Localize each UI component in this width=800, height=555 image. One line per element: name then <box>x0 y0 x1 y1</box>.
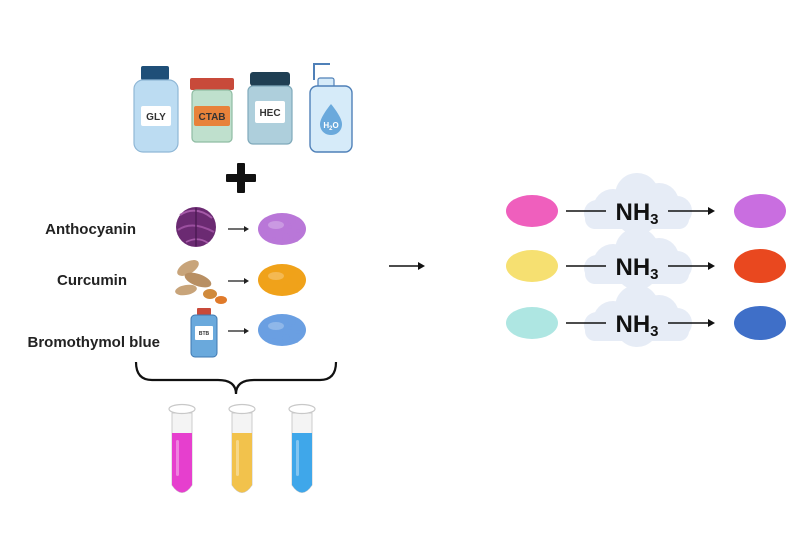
ammonia-label: NH3 <box>615 199 658 228</box>
jar-lid <box>250 72 290 86</box>
indicator-before <box>506 195 558 227</box>
curcumin-powder-icon <box>258 264 306 296</box>
dye-label-bromothymol-blue: Bromothymol blue <box>27 334 160 351</box>
water-formula: H2O <box>323 121 338 132</box>
ammonia-label: NH3 <box>615 254 658 283</box>
indicator-after <box>734 249 786 283</box>
reaction-row: NH3 <box>506 285 786 347</box>
btb-label: BTB <box>199 331 210 337</box>
arrow-icon <box>228 328 249 334</box>
reagent-ctab-jar: CTAB <box>190 78 234 143</box>
turmeric-root-icon <box>175 260 227 304</box>
reaction-row: NH3 <box>506 228 786 290</box>
plus-icon <box>226 163 256 193</box>
test-tube-rack <box>168 403 316 493</box>
reagent-gly-bottle: GLY <box>133 66 179 153</box>
reagent-hec-jar: HEC <box>247 72 293 145</box>
indicator-before <box>506 307 558 339</box>
red-cabbage-icon <box>176 207 216 247</box>
bottle-label-patch <box>141 106 171 126</box>
arrow-icon <box>228 226 249 232</box>
jar-lid <box>190 78 234 90</box>
test-tube <box>288 403 316 493</box>
jar-label-patch <box>194 106 230 126</box>
ammonia-label: NH3 <box>615 311 658 340</box>
reagent-label: HEC <box>259 108 280 119</box>
btb-bottle-icon: BTB <box>190 308 218 358</box>
curly-brace <box>134 361 338 395</box>
anthocyanin-powder-icon <box>258 213 306 245</box>
indicator-after <box>734 194 786 228</box>
reagent-label: GLY <box>146 112 166 123</box>
jar-label-patch <box>255 101 285 123</box>
dye-label-curcumin: Curcumin <box>57 272 127 289</box>
indicator-after <box>734 306 786 340</box>
test-tube <box>228 403 256 493</box>
reaction-row: NH3 <box>506 173 786 235</box>
process-arrow-icon <box>389 262 425 270</box>
dye-label-anthocyanin: Anthocyanin <box>45 221 136 238</box>
reagent-water-wash-bottle: H2O <box>309 63 353 153</box>
arrow-icon <box>228 278 249 284</box>
bromothymol-blue-powder-icon <box>258 314 306 346</box>
indicator-before <box>506 250 558 282</box>
test-tube <box>168 403 196 493</box>
wash-bottle-nozzle <box>313 63 330 80</box>
bottle-cap <box>141 66 169 80</box>
water-drop-icon <box>320 104 342 135</box>
reagent-label: CTAB <box>198 112 225 123</box>
